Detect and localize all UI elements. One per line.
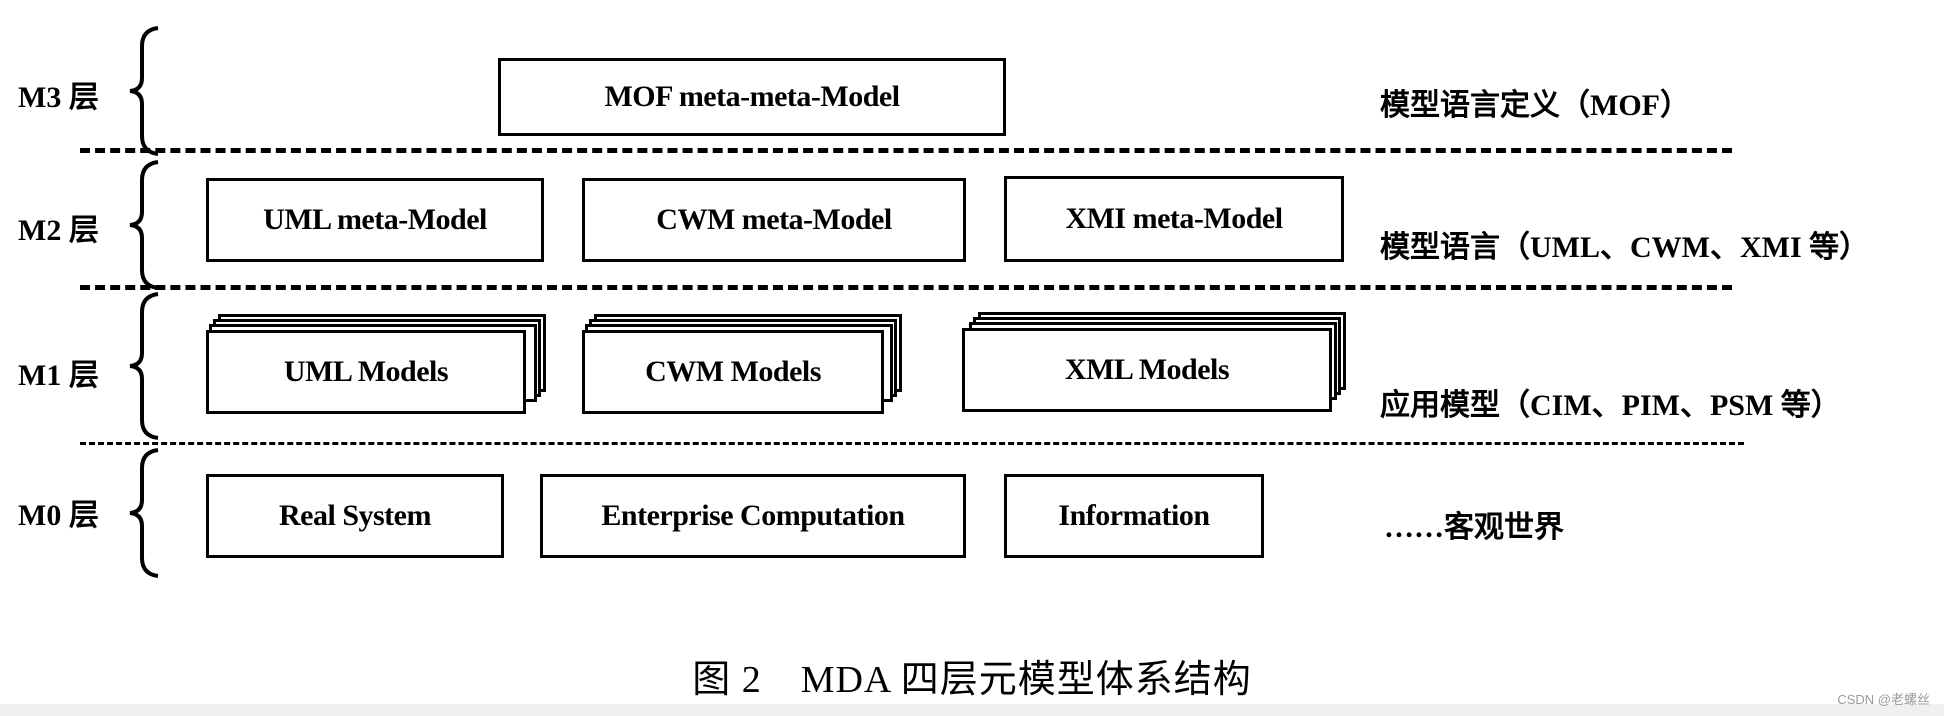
box-label: MOF meta-meta-Model xyxy=(604,80,900,113)
layer-label-m0: M0 层 xyxy=(18,499,99,532)
description-m3: 模型语言定义（MOF） xyxy=(1380,89,1690,122)
box-label: UML Models xyxy=(283,355,449,388)
separator-m3-m2 xyxy=(80,148,1732,153)
layer-label-m3: M3 层 xyxy=(18,81,99,114)
description-m0: ……客观世界 xyxy=(1384,511,1564,544)
box-label: CWM Models xyxy=(645,355,821,388)
box-label: XMI meta-Model xyxy=(1065,202,1283,235)
box-xmi-meta-model: XMI meta-Model xyxy=(1004,176,1344,262)
box-real-system: Real System xyxy=(206,474,504,558)
box-label: UML meta-Model xyxy=(263,203,487,236)
box-mof-meta-meta-model: MOF meta-meta-Model xyxy=(498,58,1006,136)
brace-m0 xyxy=(129,448,159,578)
figure-caption: 图 2 MDA 四层元模型体系结构 xyxy=(692,659,1252,701)
bottom-bar xyxy=(0,704,1944,716)
separator-m2-m1 xyxy=(80,285,1732,290)
box-label: Information xyxy=(1058,499,1210,532)
box-uml-models: UML Models xyxy=(206,330,526,414)
description-m2: 模型语言（UML、CWM、XMI 等） xyxy=(1380,231,1870,264)
layer-label-m2: M2 层 xyxy=(18,214,99,247)
box-cwm-meta-model: CWM meta-Model xyxy=(582,178,966,262)
box-xml-models: XML Models xyxy=(962,328,1332,412)
separator-m1-m0 xyxy=(80,442,1744,445)
brace-m2 xyxy=(129,160,159,290)
description-m1: 应用模型（CIM、PIM、PSM 等） xyxy=(1380,389,1841,422)
box-label: XML Models xyxy=(1064,353,1230,386)
layer-label-m1: M1 层 xyxy=(18,359,99,392)
box-information: Information xyxy=(1004,474,1264,558)
brace-m3 xyxy=(129,26,159,156)
box-label: Real System xyxy=(279,499,431,532)
box-label: Enterprise Computation xyxy=(601,499,905,532)
brace-m1 xyxy=(129,292,159,440)
box-cwm-models: CWM Models xyxy=(582,330,884,414)
box-uml-meta-model: UML meta-Model xyxy=(206,178,544,262)
box-label: CWM meta-Model xyxy=(656,203,892,236)
watermark: CSDN @老螺丝 xyxy=(1837,692,1930,707)
box-enterprise-computation: Enterprise Computation xyxy=(540,474,966,558)
